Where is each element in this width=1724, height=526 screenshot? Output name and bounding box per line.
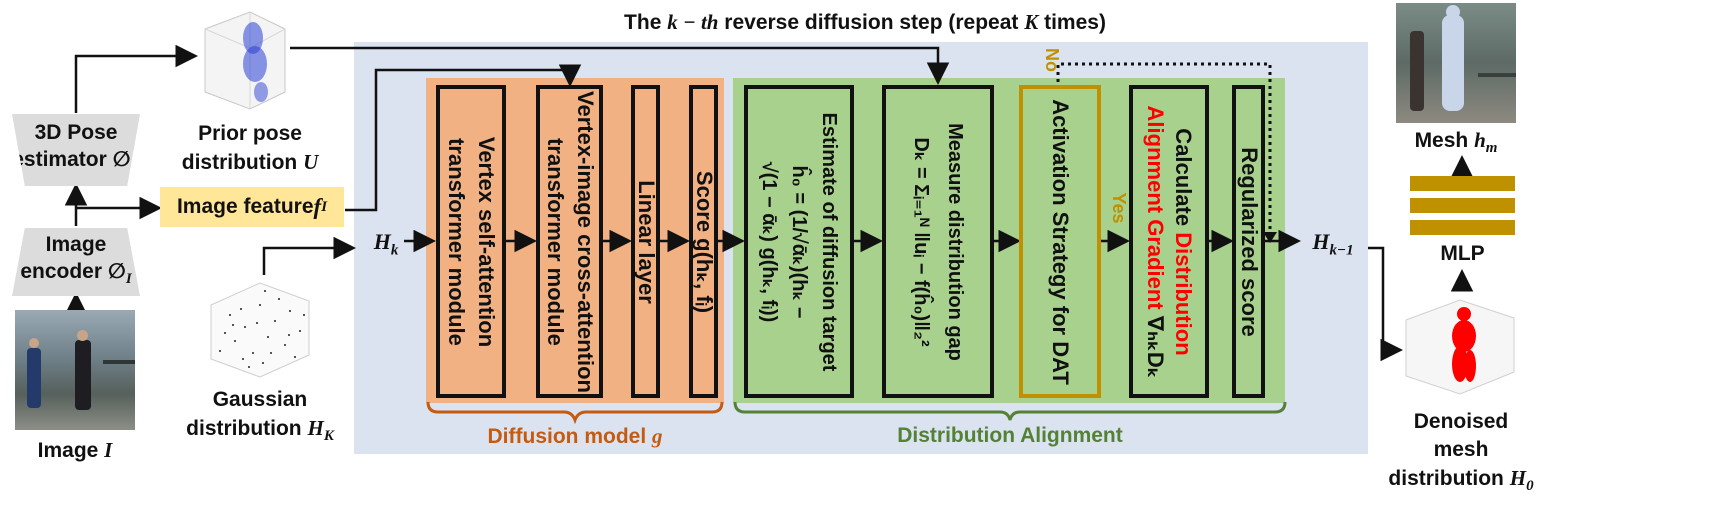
group-braces [426, 401, 1287, 424]
figure-title: The k − th reverse diffusion step (repea… [624, 10, 1106, 34]
no-label: No [1042, 48, 1062, 72]
denoised-mesh-label: Denoised mesh distribution H0 [1388, 410, 1534, 495]
pose-estimator: 3D Pose estimator ∅P [12, 114, 140, 186]
gaussian-label: Gaussian distribution HK [186, 388, 334, 445]
yes-label: Yes [1109, 192, 1129, 224]
prior-pose-plot [204, 11, 286, 110]
mlp-label: MLP [1440, 242, 1485, 265]
linear-layer-box: Linear layer [631, 85, 660, 398]
image-encoder: Image encoder ∅I [12, 228, 140, 296]
input-image [15, 310, 135, 430]
mesh-label: Mesh hm [1414, 128, 1498, 157]
hk-minus-1-label: Hk−1 [1312, 229, 1354, 259]
hk-input-label: Hk [373, 229, 399, 259]
prior-pose-label: Prior pose distribution U [181, 122, 319, 174]
activation-strategy-box: Activation Strategy for DAT [1019, 85, 1101, 398]
regularized-score-box: Regularized score [1232, 85, 1265, 398]
diffusion-target-box: Estimate of diffusion target ĥ₀ = (1/√ᾱₖ… [744, 85, 854, 398]
score-box: Score g(hₖ, fᵢ) [689, 85, 718, 398]
gaussian-noise-plot [210, 282, 310, 378]
mesh-output-image [1396, 3, 1516, 123]
diffusion-model-label: Diffusion model g [487, 424, 663, 448]
mlp-layers [1410, 176, 1515, 236]
alignment-gradient-box: Calculate Distribution Alignment Gradien… [1129, 85, 1209, 398]
distribution-alignment-label: Distribution Alignment [897, 424, 1123, 447]
denoised-mesh-plot [1405, 299, 1515, 395]
image-label: Image I [37, 438, 113, 462]
distribution-gap-box: Measure distribution gap Dₖ = Σᵢ₌₁ᴺ ‖uᵢ … [882, 85, 994, 398]
